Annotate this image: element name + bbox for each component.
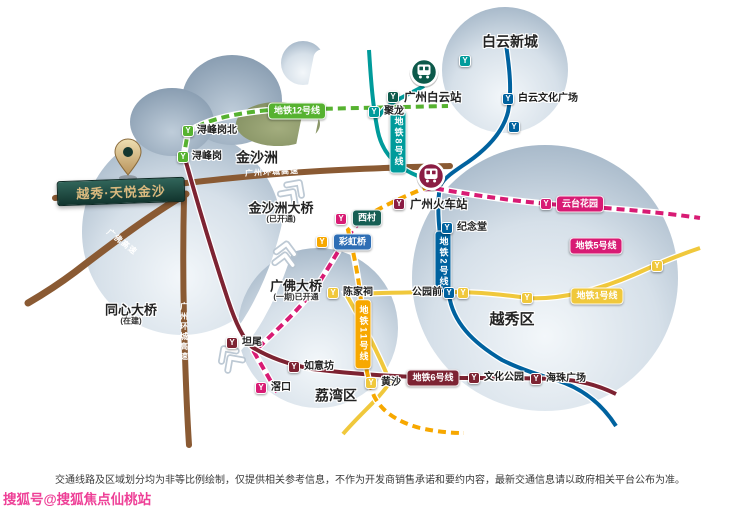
bridge-arrow-icon (271, 240, 298, 269)
station-label: 浔峰岗 (192, 151, 222, 162)
district-label: 金沙洲大桥(已开通) (248, 201, 313, 224)
expressway-road (180, 193, 192, 448)
district-label-text: 金沙洲大桥 (248, 200, 314, 216)
district-label: 金沙洲 (236, 149, 278, 166)
metro-station-icon: Y (443, 287, 455, 299)
railway-hub-marker (409, 57, 439, 88)
metro-station-icon: Y (457, 287, 469, 299)
road-name-label: 广州环城高速 (179, 302, 189, 362)
metro-line-label: 地铁12号线 (267, 102, 327, 120)
station-label: 文化公园 (484, 372, 524, 383)
watermark-text: 搜狐号@搜狐焦点仙桃站 (3, 492, 152, 507)
district-label: 荔湾区 (315, 387, 357, 404)
district-blob (442, 7, 568, 133)
station-label: 聚龙 (384, 106, 404, 117)
train-window (426, 170, 430, 175)
station-label: 彩虹桥 (333, 233, 373, 251)
district-label: 同心大桥(在建) (105, 303, 157, 326)
station-label: 黄沙 (381, 377, 401, 388)
district-label: 广佛大桥(一期)已开通 (270, 279, 322, 302)
train-wheel (418, 75, 422, 79)
metro-station-icon: Y (327, 287, 339, 299)
district-label-text: 同心大桥 (104, 302, 158, 318)
district-sublabel: (在建) (120, 316, 142, 326)
metro-station-icon: Y (521, 292, 533, 304)
metro-line-label: 地铁11号线 (354, 299, 372, 369)
metro-station-icon: Y (226, 337, 238, 349)
station-label: 坦尾 (242, 337, 262, 348)
metro-station-icon: Y (468, 372, 480, 384)
district-blob (130, 88, 214, 156)
railway-hub-marker (416, 161, 446, 192)
bridge-arrow-icon (276, 179, 306, 208)
pin-dot (123, 147, 133, 157)
station-label: 滘口 (271, 382, 291, 393)
train-wheel (426, 75, 430, 79)
metro-station-icon: Y (530, 373, 542, 385)
metro-station-icon: Y (540, 198, 552, 210)
station-label: 白云文化广场 (518, 93, 578, 104)
metro-line6 (184, 161, 617, 396)
metro-station-icon: Y (441, 222, 453, 234)
metro-station-icon: Y (387, 91, 399, 103)
metro-line-label: 地铁1号线 (570, 287, 624, 305)
train-wheel (425, 179, 429, 183)
district-label: 白云新城 (482, 33, 538, 50)
railway-hub-label: 广州白云站 (404, 92, 462, 104)
metro-station-icon: Y (365, 377, 377, 389)
station-label: 纪念堂 (457, 222, 487, 233)
metro-line-label: 地铁8号线 (389, 110, 407, 174)
road-name-label: 广佛高速 (105, 227, 139, 257)
metro-station-icon: Y (177, 151, 189, 163)
project-banner: 越秀·天悦金沙 (56, 176, 186, 207)
metro-station-icon: Y (288, 361, 300, 373)
train-window (432, 170, 436, 175)
metro-station-icon: Y (651, 260, 663, 272)
metro-station-icon: Y (393, 198, 405, 210)
metro-station-icon: Y (182, 125, 194, 137)
station-label: 如意坊 (304, 361, 334, 372)
station-label: 陈家祠 (343, 287, 373, 298)
district-label-text: 白云新城 (482, 33, 538, 50)
bridge-arrow (219, 346, 245, 373)
metro-station-icon: Y (316, 236, 328, 248)
station-label: 西村 (352, 209, 383, 227)
bridge-arrow-icon (217, 345, 247, 374)
district-label-text: 金沙洲 (236, 149, 278, 166)
metro-station-icon: Y (255, 382, 267, 394)
bridge-arrow (273, 242, 296, 267)
train-wheel (433, 179, 437, 183)
district-sublabel: (已开通) (266, 214, 296, 224)
district-label: 越秀区 (489, 310, 535, 329)
bridge-arrow (278, 180, 304, 207)
district-label-text: 广佛大桥 (269, 278, 323, 294)
district-label-text: 荔湾区 (315, 387, 357, 404)
metro-station-icon: Y (508, 121, 520, 133)
metro-line-label: 地铁2号线 (434, 230, 452, 294)
station-label: 公园前 (412, 287, 442, 298)
disclaimer-text: 交通线路及区域划分均为非等比例绘制，仅提供相关参考信息，不作为开发商销售承诺和要… (55, 475, 685, 486)
station-label: 云台花园 (556, 195, 605, 213)
metro-line-label: 地铁6号线 (406, 369, 460, 387)
metro-line-label: 地铁5号线 (569, 237, 623, 255)
metro-station-icon: Y (502, 93, 514, 105)
metro-station-icon: Y (335, 213, 347, 225)
metro-station-icon: Y (368, 106, 380, 118)
train-window (419, 66, 423, 71)
project-banner-label: 越秀·天悦金沙 (76, 183, 166, 202)
station-label: 海珠广场 (546, 373, 586, 384)
train-window (425, 66, 429, 71)
district-sublabel: (一期)已开通 (273, 292, 319, 302)
road-name-label: 广州环城高速 (244, 166, 300, 178)
metro-station-icon: Y (459, 55, 471, 67)
railway-hub-label: 广州火车站 (410, 199, 468, 211)
expressway-road (24, 190, 190, 307)
district-label-text: 越秀区 (489, 310, 535, 328)
station-label: 浔峰岗北 (197, 125, 237, 136)
